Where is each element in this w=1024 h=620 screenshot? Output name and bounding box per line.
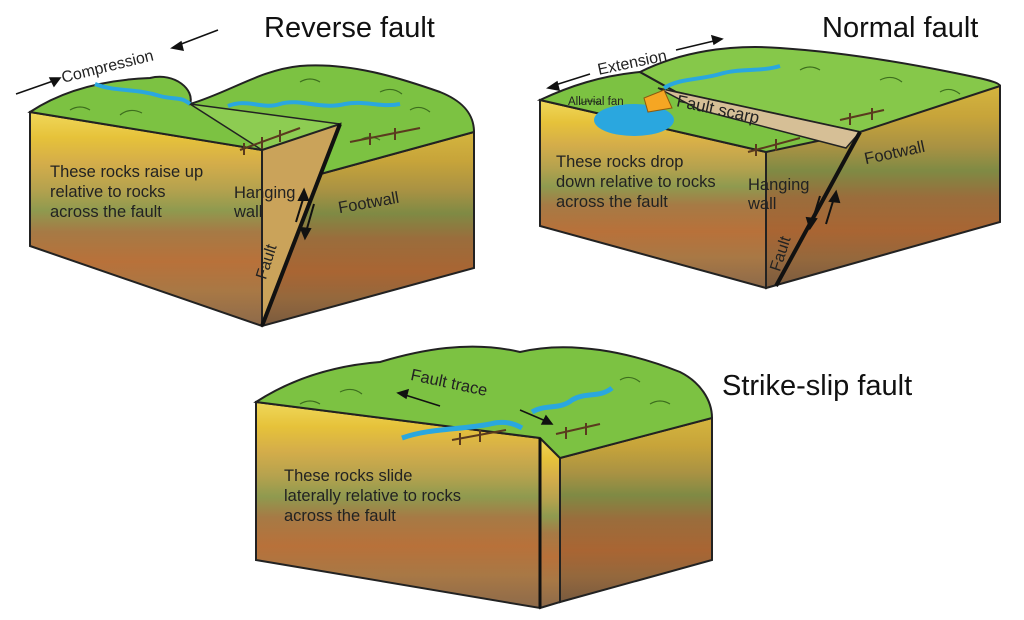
strike-slip-fault-title: Strike-slip fault [722, 370, 913, 402]
normal-river [662, 64, 781, 90]
normal-slip-arrows [805, 189, 841, 231]
reverse-river [94, 82, 401, 108]
strike-hill-hatching [299, 376, 671, 405]
normal-fault-scarp [657, 87, 862, 149]
normal-fault-title: Normal fault [822, 12, 979, 44]
reverse-fault-line [260, 123, 342, 327]
extension-arrows [546, 34, 724, 91]
reverse-fault-block [27, 64, 476, 328]
compression-arrows [15, 29, 219, 95]
normal-alluvial-fan [643, 89, 673, 113]
fault-trace-arrows [396, 388, 554, 425]
hanging-wall-label-reverse: Hanging wall [234, 184, 296, 221]
normal-hill-hatching [579, 66, 961, 105]
normal-fault-line [774, 131, 862, 287]
strike-fence [451, 423, 601, 445]
strike-river [401, 385, 614, 441]
normal-fault-block [536, 46, 1002, 290]
normal-fence [747, 108, 885, 156]
strike-top-surface [253, 345, 714, 460]
normal-rocks-note: These rocks drop down relative to rocks … [556, 153, 716, 211]
strike-front-face-right [539, 435, 561, 610]
hanging-wall-label-normal: Hanging wall [748, 176, 810, 213]
reverse-rocks-note: These rocks raise up relative to rocks a… [50, 163, 204, 221]
normal-raised-surface [637, 46, 1002, 134]
alluvial-fan-label: Alluvial fan [568, 96, 624, 108]
reverse-fault-title: Reverse fault [264, 12, 435, 44]
reverse-fence [239, 127, 421, 155]
strike-slip-rocks-note: These rocks slide laterally relative to … [284, 467, 461, 525]
reverse-slip-arrows [295, 187, 315, 241]
strike-slip-block [253, 345, 714, 610]
normal-lake [594, 104, 674, 136]
